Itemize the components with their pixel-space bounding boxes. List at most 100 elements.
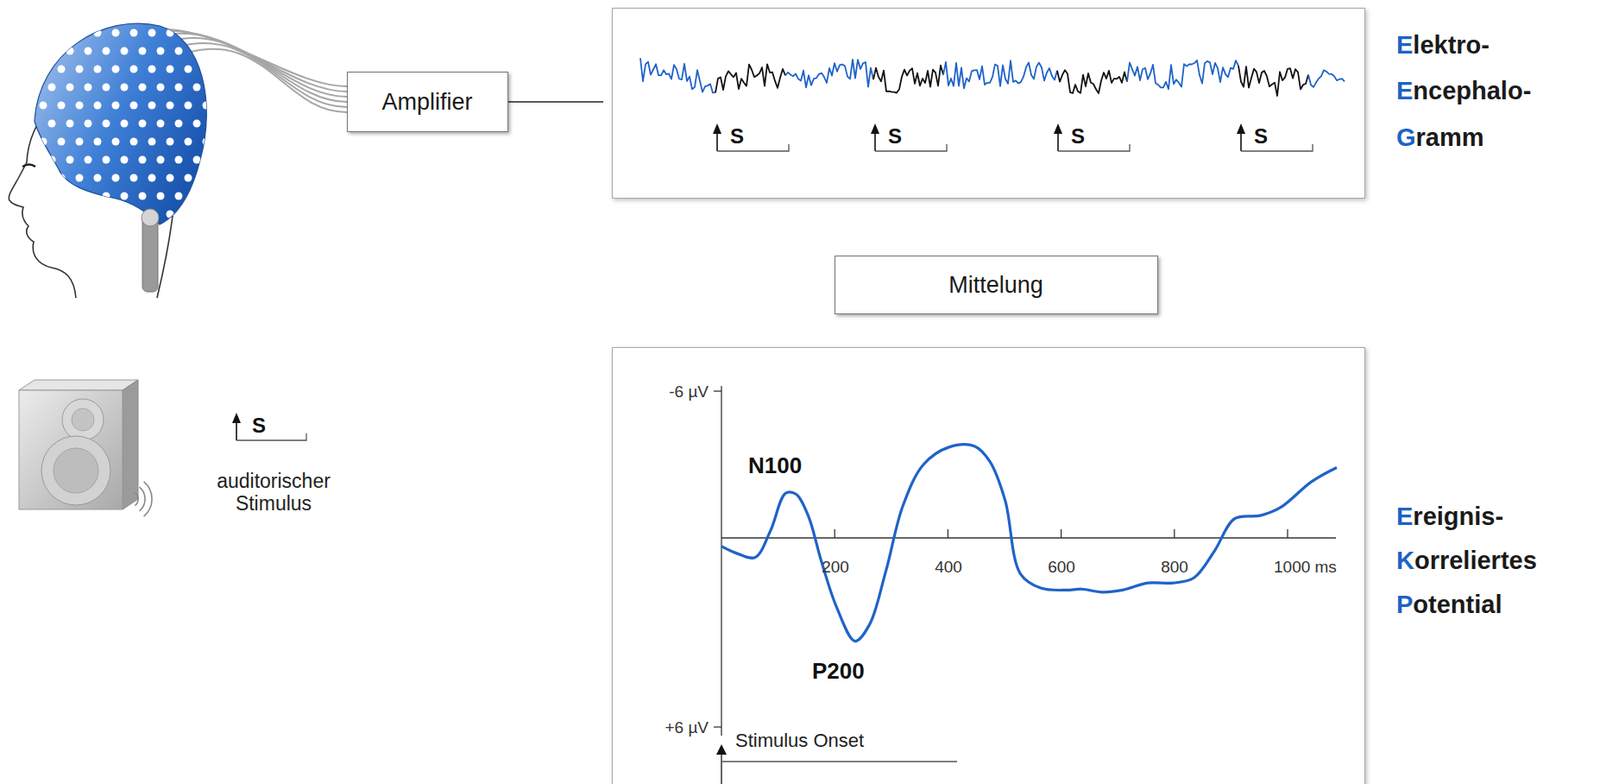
strap-buckle xyxy=(141,208,159,227)
electrode xyxy=(120,156,129,164)
sound-wave xyxy=(134,491,139,505)
sound-wave xyxy=(139,486,146,511)
electrode xyxy=(175,47,183,56)
eeg-trace-segment xyxy=(785,59,874,89)
electrode xyxy=(94,210,102,219)
y-tick xyxy=(713,390,722,391)
electrode xyxy=(84,192,93,201)
electrode xyxy=(39,65,48,74)
stimulus-marker: S xyxy=(730,125,744,148)
title-word: Encephalo- xyxy=(1396,76,1531,106)
electrode xyxy=(94,174,102,183)
electrode xyxy=(148,174,157,183)
electrode xyxy=(193,156,202,164)
electrode xyxy=(175,83,183,92)
electrode xyxy=(94,101,102,110)
box-label: Amplifier xyxy=(381,88,473,116)
electrode xyxy=(211,47,220,56)
wire xyxy=(188,49,347,113)
onset-bracket xyxy=(721,760,958,762)
axis-label: +6 µV xyxy=(664,718,709,738)
electrode xyxy=(75,174,84,183)
electrode xyxy=(66,47,75,56)
electrode xyxy=(75,29,84,38)
electrode xyxy=(130,29,139,38)
electrode xyxy=(112,174,120,183)
electrode xyxy=(138,83,147,92)
electrode xyxy=(102,83,111,92)
electrode xyxy=(130,210,139,219)
stimulus-marker: S xyxy=(251,413,266,438)
electrode xyxy=(202,101,211,110)
marker-bracket xyxy=(236,433,307,441)
electrode xyxy=(48,83,57,92)
electrode xyxy=(102,119,111,128)
marker-head xyxy=(1236,123,1246,134)
electrode xyxy=(211,119,220,128)
electrode xyxy=(166,65,175,74)
onset-head xyxy=(716,743,727,755)
electrode xyxy=(138,119,147,128)
electrode xyxy=(193,192,202,201)
electrode xyxy=(57,101,66,110)
electrode xyxy=(94,29,102,38)
speaker-front xyxy=(18,390,123,510)
electrode xyxy=(57,138,66,146)
electrode xyxy=(94,138,102,146)
eeg-trace-segment xyxy=(640,57,716,93)
chin-strap xyxy=(142,215,158,292)
electrode xyxy=(157,47,165,56)
sound-wave xyxy=(144,481,152,517)
eeg-trace-segment xyxy=(1127,60,1239,89)
electrode xyxy=(166,138,175,146)
electrode xyxy=(130,138,139,146)
electrode xyxy=(102,47,111,56)
electrode xyxy=(193,83,202,92)
erp-curve xyxy=(721,444,1337,642)
electrode xyxy=(48,192,57,201)
electrode xyxy=(193,47,202,56)
electrode xyxy=(148,138,157,146)
speaker-top xyxy=(18,379,139,391)
electrode xyxy=(202,29,211,38)
electrode xyxy=(39,210,48,219)
electrode xyxy=(166,210,175,219)
title-word: Elektro- xyxy=(1396,31,1490,60)
electrode xyxy=(184,138,193,146)
title-word: Korreliertes xyxy=(1396,546,1538,575)
electrode xyxy=(130,65,139,74)
electrode xyxy=(75,210,84,219)
electrode xyxy=(184,174,193,183)
electrode xyxy=(120,83,129,92)
connector-line xyxy=(508,100,605,103)
electrode xyxy=(48,47,57,56)
tweeter-cone xyxy=(71,408,95,431)
marker-bracket xyxy=(1240,144,1313,152)
electrode xyxy=(211,192,220,201)
eeg-trace-segment xyxy=(1308,69,1345,88)
marker-stem xyxy=(1240,132,1242,152)
electrode xyxy=(84,83,93,92)
electrode xyxy=(157,83,165,92)
woofer-cone xyxy=(53,447,99,493)
epoch-trace xyxy=(873,65,944,94)
marker-bracket xyxy=(875,144,947,152)
electrode xyxy=(112,210,120,219)
electrode xyxy=(112,101,120,110)
electrode xyxy=(39,138,48,146)
component-label: P200 xyxy=(812,658,865,684)
electrode xyxy=(66,119,75,128)
y-axis xyxy=(720,385,722,736)
electrode xyxy=(84,119,93,128)
tweeter xyxy=(62,398,104,441)
electrode xyxy=(112,29,120,38)
arrow-connector xyxy=(508,101,605,103)
stimulus-markers xyxy=(712,123,1313,152)
electrode-dots xyxy=(39,29,220,219)
x-tick xyxy=(1286,529,1288,538)
electrode xyxy=(102,192,111,201)
electrode xyxy=(184,65,193,74)
electrode xyxy=(202,65,211,74)
electrode xyxy=(66,156,75,164)
